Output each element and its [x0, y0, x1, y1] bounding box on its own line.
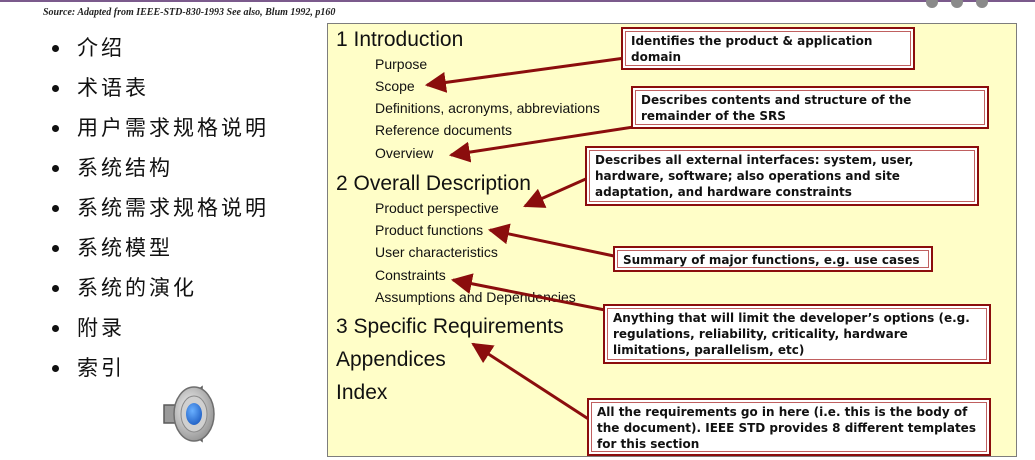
arrow-specific-requirements [471, 342, 591, 422]
toc-item-purpose: Purpose [375, 56, 428, 72]
toc-item-overview: Overview [375, 145, 434, 161]
bullet-dot [52, 285, 59, 292]
bullet-text: 系统结构 [77, 156, 173, 180]
dot-icon [951, 0, 963, 8]
bullet-dot [52, 45, 59, 52]
bullet-text: 系统需求规格说明 [77, 196, 269, 220]
section-index: Index [336, 381, 388, 404]
toc-item-product-functions: Product functions [375, 222, 484, 238]
callout-product-functions: Summary of major functions, e.g. use cas… [613, 246, 933, 272]
section-specific-requirements: 3 Specific Requirements [336, 315, 564, 338]
bullet-text: 用户需求规格说明 [77, 116, 269, 140]
section-appendices: Appendices [336, 348, 446, 371]
callout-scope: Identifies the product & application dom… [621, 27, 915, 70]
speaker-icon[interactable] [158, 383, 224, 445]
bullet-dot [52, 165, 59, 172]
callout-constraints: Anything that will limit the developer’s… [603, 304, 991, 364]
source-note: Source: Adapted from IEEE-STD-830-1993 S… [43, 7, 336, 18]
bullet-dot [52, 245, 59, 252]
callout-overview: Describes contents and structure of the … [631, 86, 989, 129]
bullet-dot [52, 365, 59, 372]
bullet-text: 附录 [77, 316, 125, 340]
toc-item-product-perspective: Product perspective [375, 200, 499, 216]
bullet-dot [52, 325, 59, 332]
bullet-text: 索引 [77, 356, 125, 380]
bullet-text: 系统模型 [77, 236, 173, 260]
callout-product-perspective: Describes all external interfaces: syste… [585, 146, 979, 206]
bullet-dot [52, 205, 59, 212]
arrow-scope [424, 56, 626, 93]
toc-item-scope: Scope [375, 78, 415, 94]
arrow-overview [448, 124, 641, 163]
toc-item-constraints: Constraints [375, 267, 446, 283]
section-introduction: 1 Introduction [336, 28, 464, 51]
bullet-text: 系统的演化 [77, 276, 197, 300]
dot-icon [926, 0, 938, 8]
bullet-dot [52, 125, 59, 132]
window-dots [926, 0, 992, 8]
toc-item-definitions: Definitions, acronyms, abbreviations [375, 100, 600, 116]
toc-item-user-characteristics: User characteristics [375, 244, 498, 260]
toc-item-references: Reference documents [375, 122, 512, 138]
top-rule [0, 0, 1035, 2]
callout-specific-requirements: All the requirements go in here (i.e. th… [587, 398, 991, 456]
bullet-text: 介绍 [77, 36, 125, 60]
dot-icon [976, 0, 988, 8]
arrow-constraints [450, 273, 606, 312]
arrow-product-perspective [523, 176, 589, 208]
section-overall-description: 2 Overall Description [336, 172, 531, 195]
arrow-product-functions [487, 223, 615, 258]
bullet-text: 术语表 [77, 76, 149, 100]
bullet-dot [52, 85, 59, 92]
